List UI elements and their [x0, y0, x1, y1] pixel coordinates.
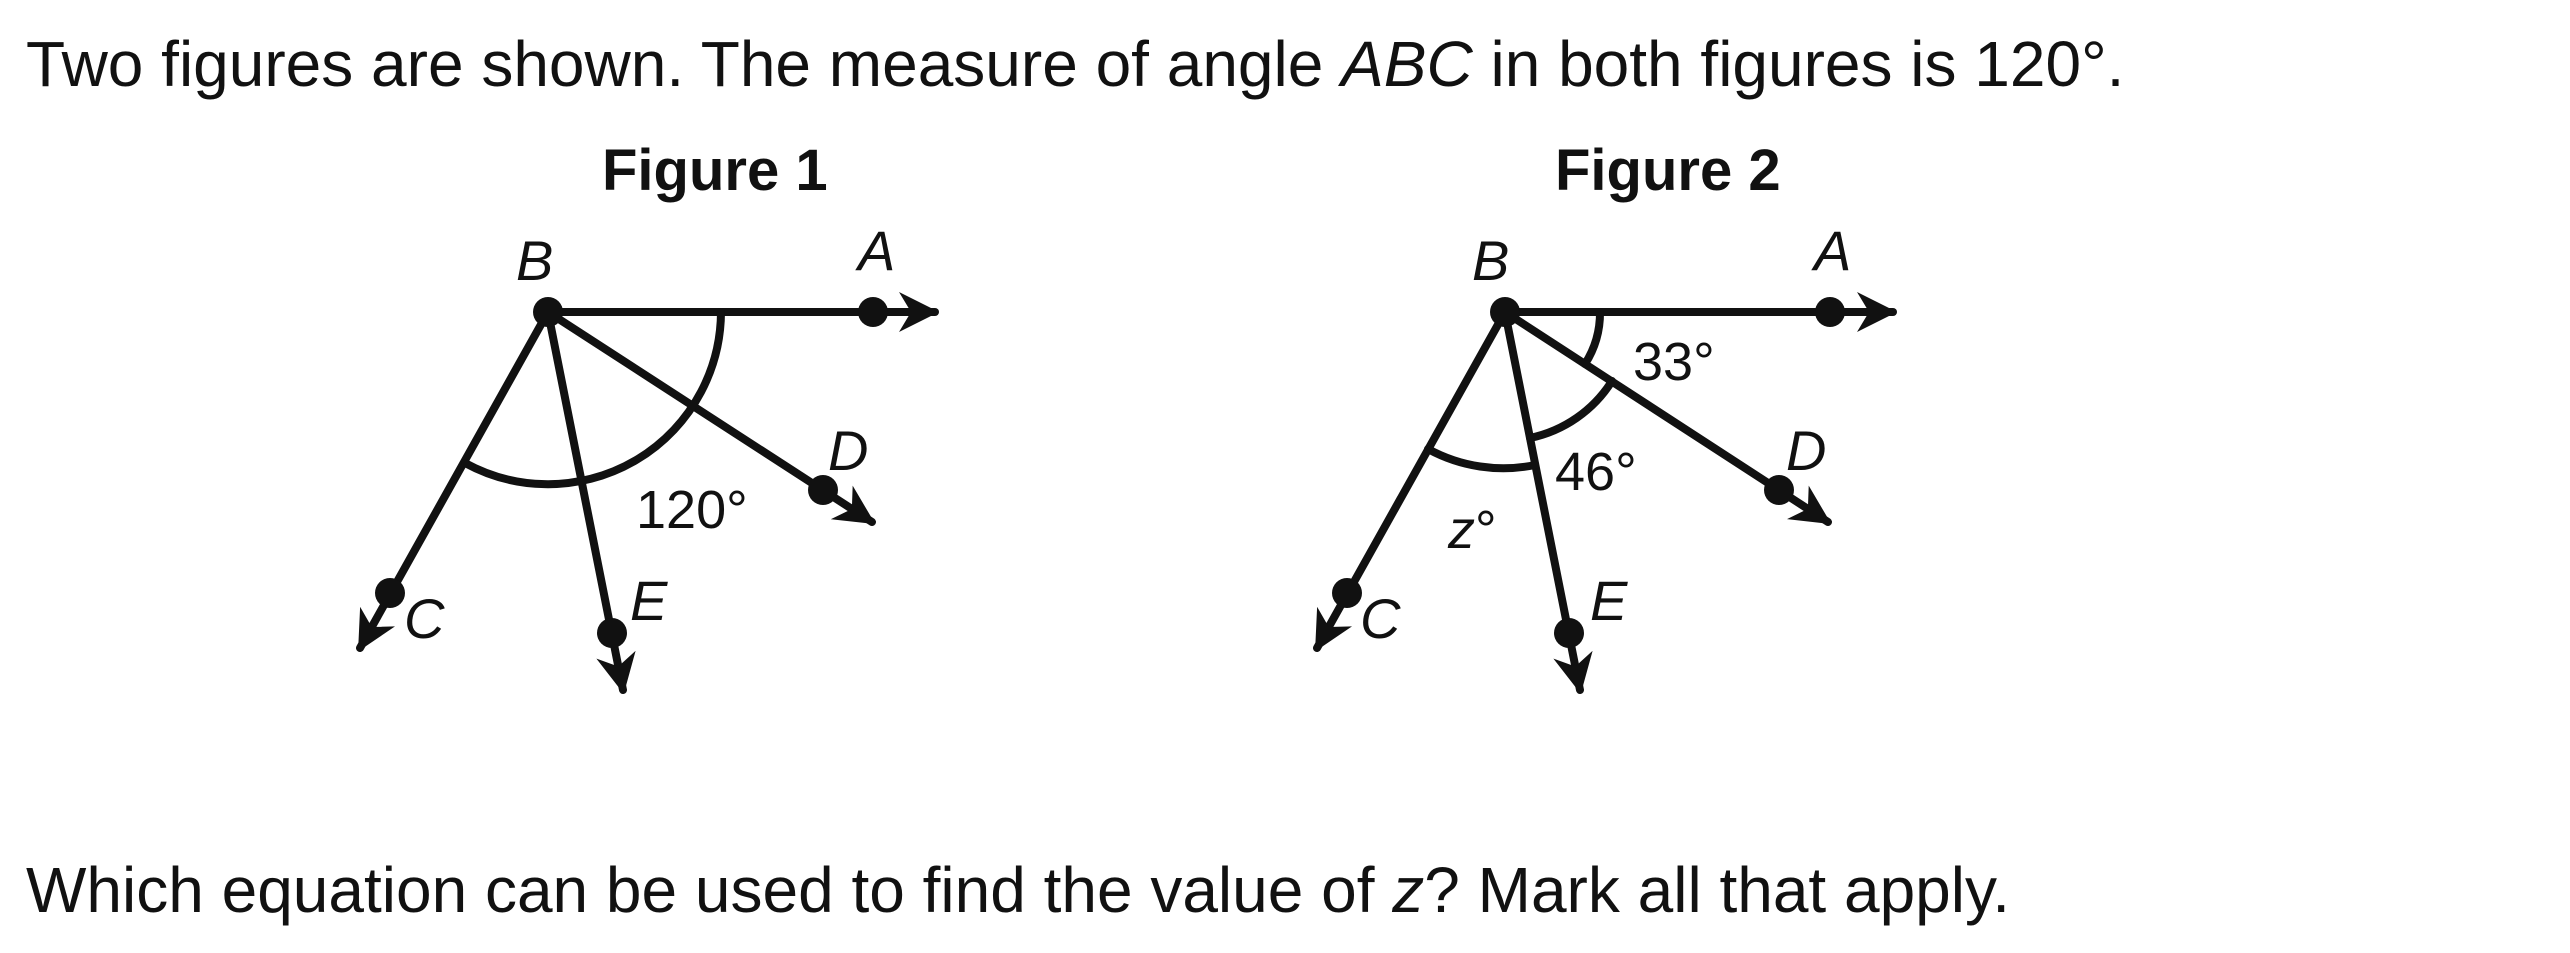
label-D: D	[1786, 419, 1826, 482]
figure-1-title: Figure 1	[602, 138, 828, 203]
question-text: Which equation can be used to find the v…	[26, 858, 2010, 922]
intro-text-before: Two figures are shown. The measure of an…	[26, 28, 1342, 100]
label-B: B	[516, 229, 553, 292]
intro-text-after: in both figures is 120°.	[1472, 28, 2125, 100]
point-D	[808, 475, 838, 505]
intro-text: Two figures are shown. The measure of an…	[26, 32, 2124, 96]
point-C	[375, 578, 405, 608]
angle-arc-ABC	[461, 308, 725, 489]
label-E: E	[630, 569, 668, 632]
angle-label-120: 120°	[636, 480, 748, 540]
figure-2-title: Figure 2	[1555, 138, 1781, 203]
point-E	[597, 618, 627, 648]
angle-label-z: z°	[1447, 500, 1497, 560]
angle-variable-z: z	[1447, 500, 1475, 560]
label-C: C	[404, 587, 445, 650]
point-B	[1490, 297, 1520, 327]
label-D: D	[828, 419, 868, 482]
angle-arc-ABD	[1581, 308, 1605, 368]
question-variable: z	[1392, 854, 1425, 926]
angle-label-33: 33°	[1633, 332, 1715, 392]
angle-degree-symbol: °	[1475, 500, 1497, 560]
angle-arc-EBC	[1424, 445, 1539, 473]
angle-arc-DBE	[1526, 377, 1616, 442]
label-A: A	[1811, 219, 1851, 282]
angle-label-46: 46°	[1555, 442, 1637, 502]
label-B: B	[1472, 229, 1509, 292]
point-B	[533, 297, 563, 327]
label-A: A	[855, 219, 895, 282]
point-C	[1332, 578, 1362, 608]
question-text-after: ? Mark all that apply.	[1424, 854, 2010, 926]
label-C: C	[1360, 587, 1401, 650]
question-text-before: Which equation can be used to find the v…	[26, 854, 1393, 926]
point-A	[858, 297, 888, 327]
label-E: E	[1590, 569, 1628, 632]
point-E	[1554, 618, 1584, 648]
angle-name: ABC	[1341, 28, 1473, 100]
point-D	[1764, 475, 1794, 505]
point-A	[1815, 297, 1845, 327]
